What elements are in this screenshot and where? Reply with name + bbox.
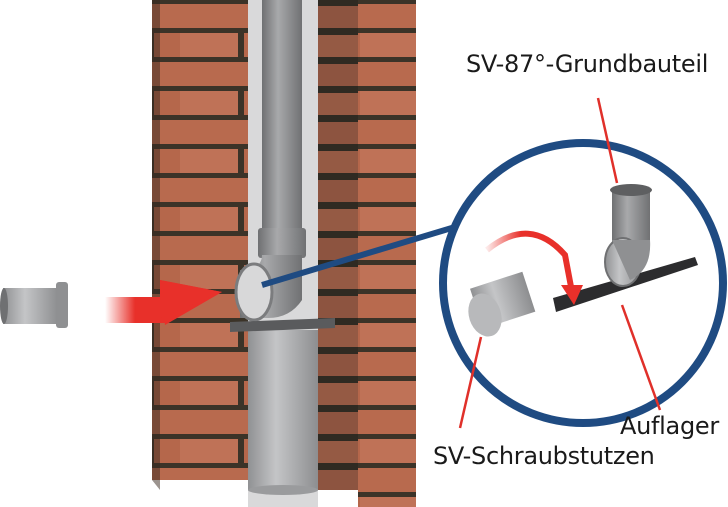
vertical-pipe bbox=[248, 0, 318, 495]
label-grundbauteil: SV-87°-Grundbauteil bbox=[466, 50, 709, 78]
label-auflager: Auflager bbox=[620, 412, 719, 440]
right-brick-wall bbox=[318, 0, 416, 507]
leader-lines bbox=[458, 97, 662, 429]
detail-circle bbox=[439, 139, 727, 427]
callout-connector bbox=[261, 224, 456, 288]
insert-arrow bbox=[105, 280, 222, 325]
detail-parts bbox=[468, 184, 698, 337]
loose-schraubstutzen bbox=[0, 282, 68, 328]
label-schraubstutzen: SV-Schraubstutzen bbox=[433, 442, 655, 470]
left-brick-wall bbox=[152, 0, 248, 490]
elbow-assembly bbox=[230, 255, 335, 332]
